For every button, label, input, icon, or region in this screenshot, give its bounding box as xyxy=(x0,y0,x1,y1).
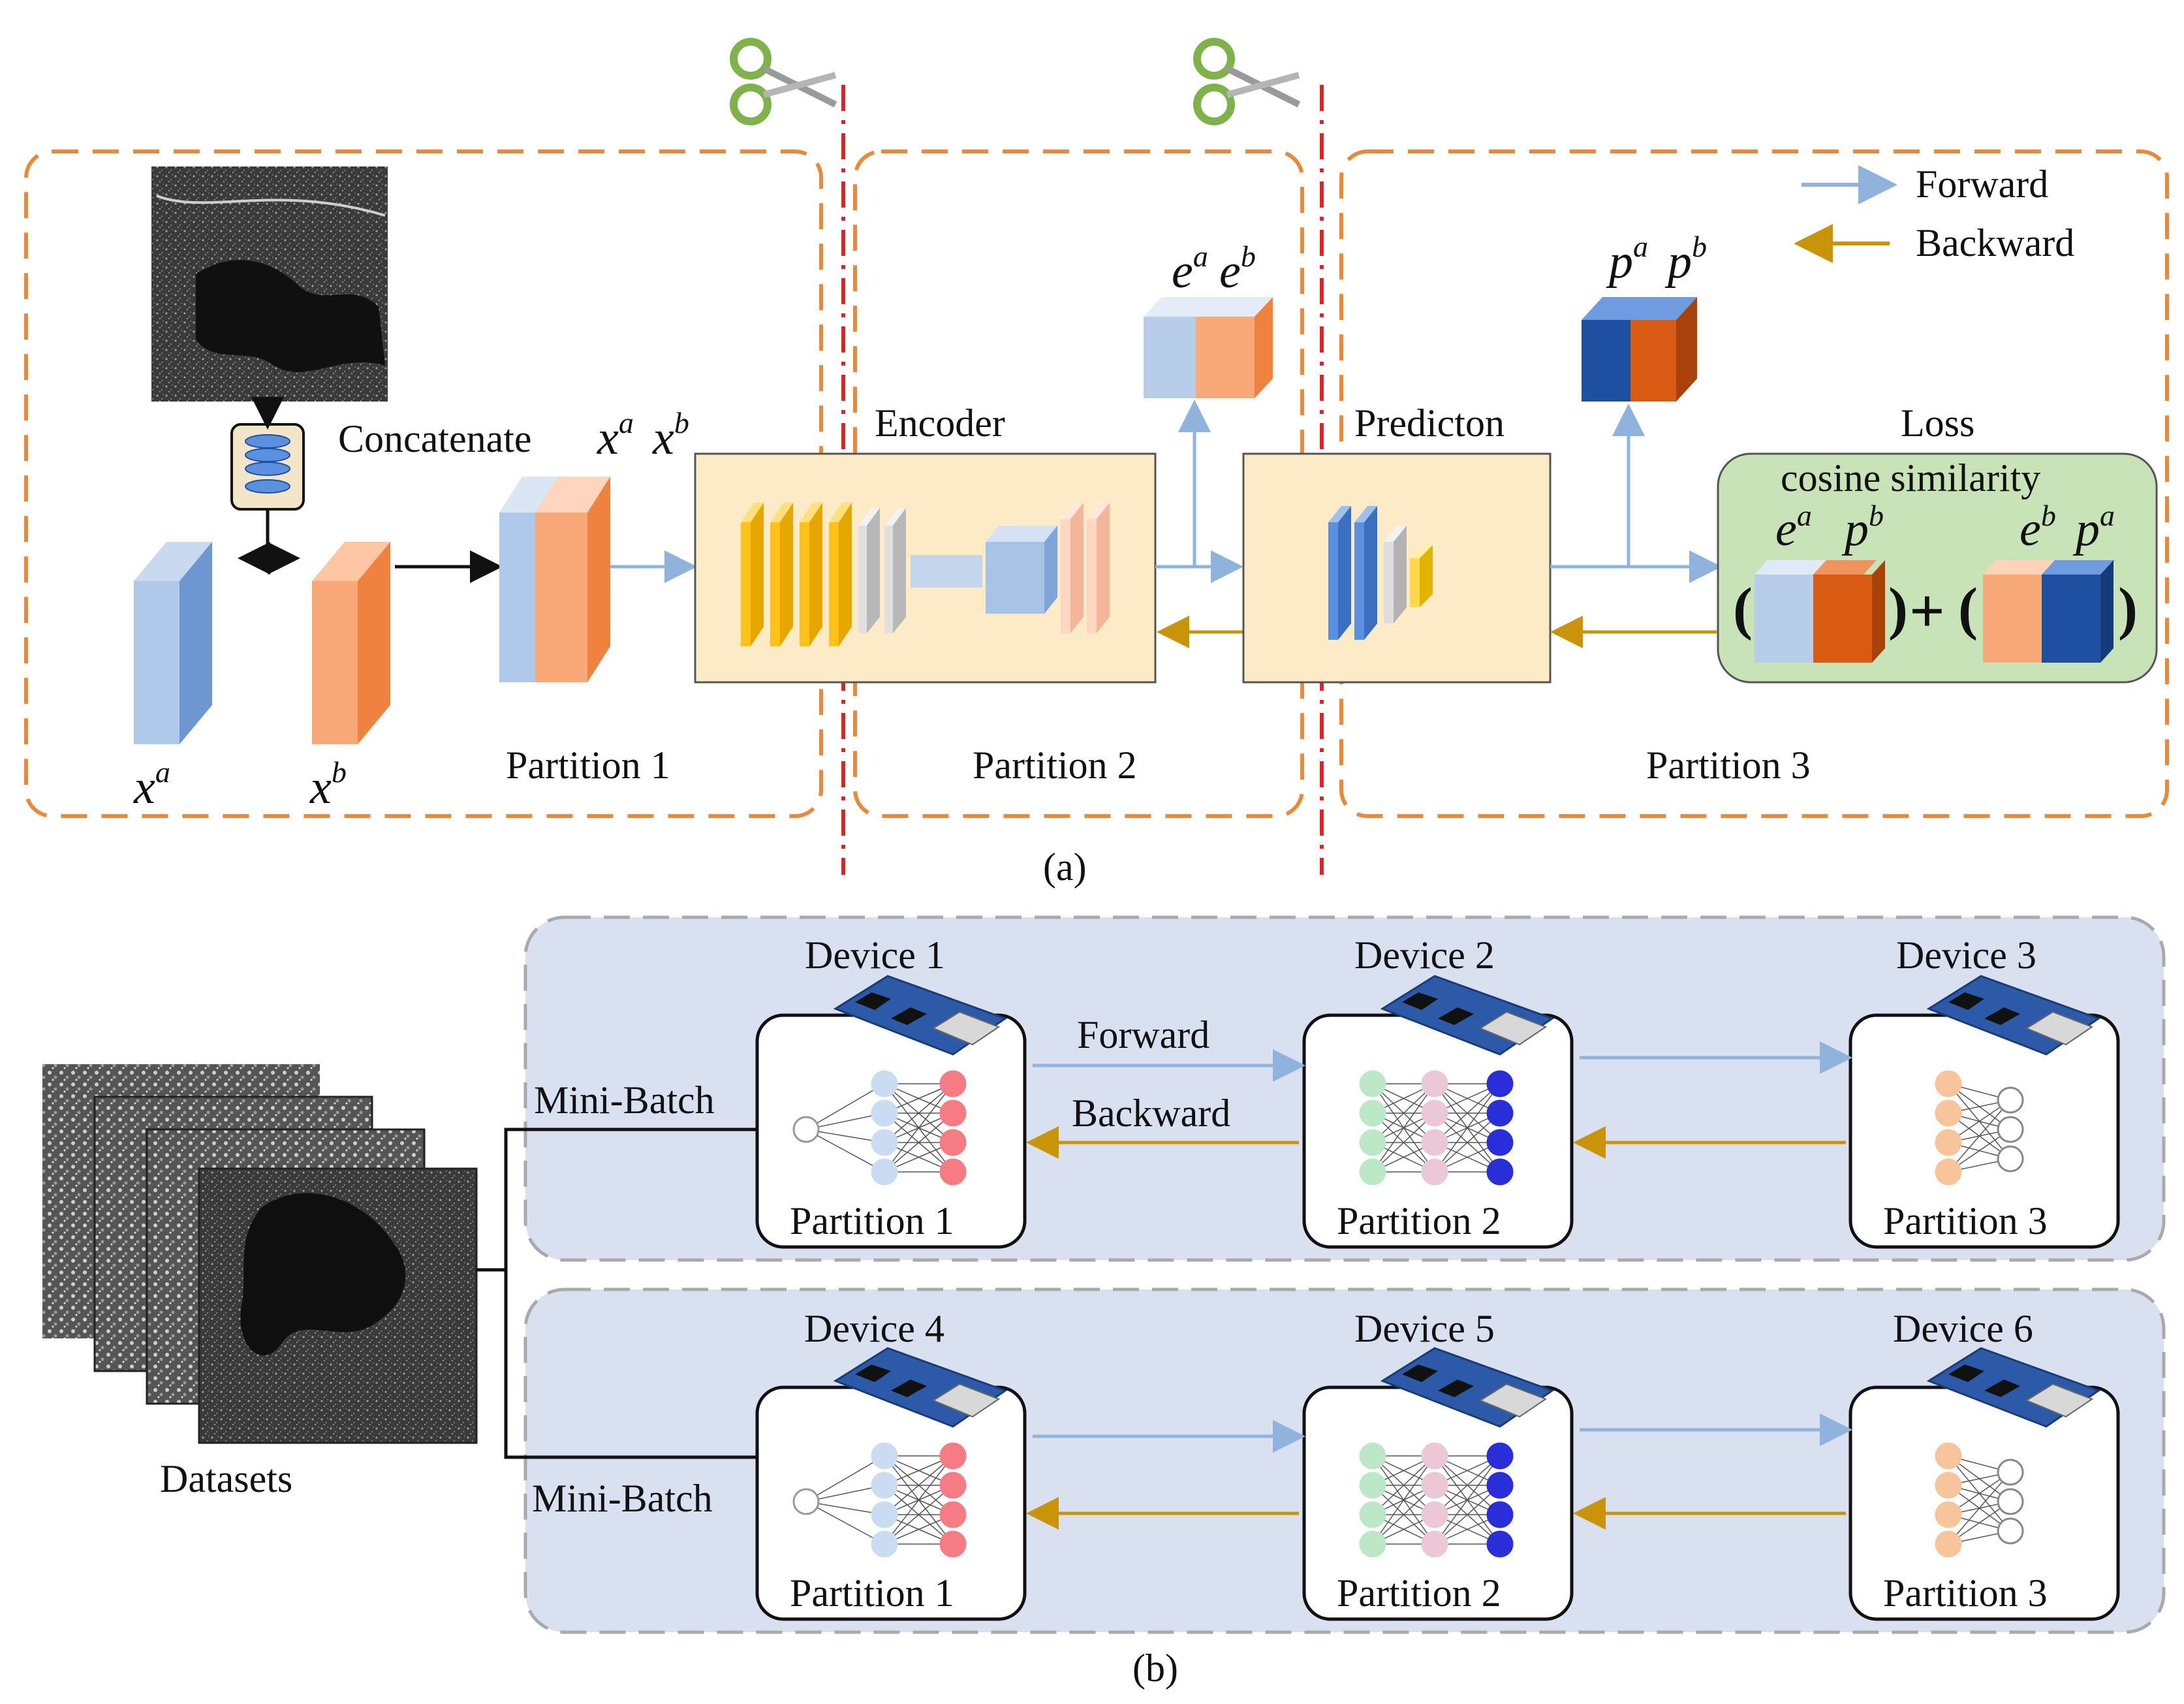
circuit-board-icon xyxy=(833,1347,1008,1428)
scissors-icon xyxy=(730,38,837,125)
device-label: Device 1 xyxy=(805,934,945,977)
circuit-board-icon xyxy=(1380,975,1555,1056)
circuit-board-icon xyxy=(833,975,1008,1056)
stack-icon xyxy=(230,423,305,511)
svg-text:(: ( xyxy=(1733,576,1753,641)
forward-label: Forward xyxy=(1077,1013,1209,1056)
device-partition-label: Partition 2 xyxy=(1337,1571,1501,1615)
svg-text:(: ( xyxy=(1958,576,1978,641)
device-partition-label: Partition 3 xyxy=(1883,1571,2048,1615)
pb-label: pb xyxy=(1664,230,1707,289)
svg-text:): ) xyxy=(2118,576,2138,641)
dataset-images xyxy=(42,1064,478,1444)
cosine-similarity-label: cosine similarity xyxy=(1781,456,2040,499)
circuit-board-icon xyxy=(1926,975,2101,1056)
legend-forward-label: Forward xyxy=(1916,163,2048,206)
xb-block xyxy=(312,542,390,744)
device-partition-label: Partition 1 xyxy=(790,1571,954,1615)
datasets-label: Datasets xyxy=(160,1457,292,1500)
loss-ea-label: ea xyxy=(1775,499,1812,556)
loss-pair-2 xyxy=(1983,560,2115,663)
svg-text:): ) xyxy=(1888,576,1908,641)
device-label: Device 6 xyxy=(1893,1307,2033,1350)
device-label: Device 2 xyxy=(1354,934,1495,977)
concat-xa-label: xa xyxy=(597,406,634,465)
embedding-block xyxy=(1144,297,1273,398)
device-card: Device 4 Partition 1 xyxy=(755,1307,1027,1621)
legend-backward-label: Backward xyxy=(1916,221,2074,264)
partition-3-border xyxy=(1339,150,2169,818)
pa-label: pa xyxy=(1606,230,1648,289)
device-partition-label: Partition 3 xyxy=(1883,1199,2048,1242)
loss-eb-label: eb xyxy=(2020,499,2056,556)
caption-a: (a) xyxy=(1043,845,1087,889)
concat-xb-label: xb xyxy=(652,406,689,465)
device-card: Device 3 Partition 3 xyxy=(1849,934,2120,1249)
eb-label: eb xyxy=(1219,240,1256,298)
device-card: Device 1 Partition 1 xyxy=(755,934,1027,1249)
device-label: Device 5 xyxy=(1354,1307,1495,1350)
mini-batch-connector-2 xyxy=(504,1270,757,1459)
mini-batch-label-2: Mini-Batch xyxy=(532,1477,713,1520)
caption-b: (b) xyxy=(1132,1647,1178,1690)
device-card: Device 6 Partition 3 xyxy=(1849,1307,2120,1621)
mini-batch-label-1: Mini-Batch xyxy=(534,1079,715,1122)
concatenate-label: Concatenate xyxy=(338,417,532,460)
neural-network-icon xyxy=(1359,1070,1514,1186)
loss-pb-label: pb xyxy=(1841,499,1884,556)
prediction-layers xyxy=(1328,506,1433,640)
loss-pair-1 xyxy=(1755,560,1885,663)
neural-network-icon xyxy=(792,1070,967,1186)
device-label: Device 4 xyxy=(804,1307,944,1350)
neural-network-icon xyxy=(1935,1070,2024,1186)
device-card: Device 2 Partition 2 xyxy=(1302,934,1574,1249)
loss-label: Loss xyxy=(1901,402,1974,445)
scissors-icon xyxy=(1193,38,1301,125)
xa-block xyxy=(134,542,212,744)
encoder-layers xyxy=(741,503,1110,646)
circuit-board-icon xyxy=(1380,1347,1555,1428)
neural-network-icon xyxy=(1935,1442,2024,1558)
neural-network-icon xyxy=(1359,1442,1514,1558)
device-partition-label: Partition 2 xyxy=(1337,1199,1501,1242)
plus-sign: + xyxy=(1909,576,1945,646)
xb-label: xb xyxy=(309,755,347,814)
concat-block xyxy=(499,477,610,682)
xa-label: xa xyxy=(133,755,170,814)
encoder-label: Encoder xyxy=(875,402,1005,445)
backward-label: Backward xyxy=(1072,1092,1230,1135)
partition-1-border xyxy=(24,150,823,818)
legend: Forward Backward xyxy=(1794,163,2074,264)
prediction-output-block xyxy=(1582,297,1697,402)
device-partition-label: Partition 1 xyxy=(790,1199,954,1242)
device-label: Device 3 xyxy=(1896,934,2036,977)
partition-3-label: Partition 3 xyxy=(1646,744,1811,787)
ea-label: ea xyxy=(1172,240,1208,298)
sar-image xyxy=(151,166,388,402)
circuit-board-icon xyxy=(1926,1347,2101,1428)
device-card: Device 5 Partition 2 xyxy=(1302,1307,1574,1621)
prediction-label: Predicton xyxy=(1354,402,1505,445)
loss-pa-label: pa xyxy=(2072,499,2115,556)
partition-1-label: Partition 1 xyxy=(506,744,670,787)
neural-network-icon xyxy=(792,1442,967,1558)
partition-2-label: Partition 2 xyxy=(973,744,1137,787)
